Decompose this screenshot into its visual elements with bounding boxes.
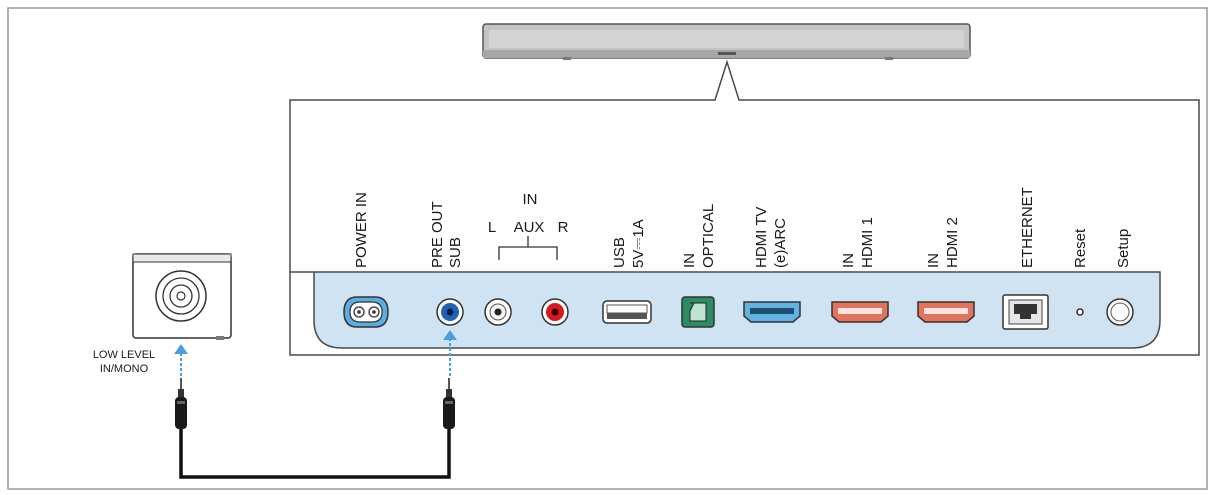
label-hdmi2: HDMI 2 [944, 217, 961, 268]
label-power-in: POWER IN [353, 192, 370, 268]
aux-left-port [484, 298, 512, 326]
label-setup: Setup [1115, 229, 1132, 268]
label-optical-in: IN [681, 253, 698, 268]
soundbar [482, 23, 971, 60]
subwoofer-input-panel [132, 253, 232, 340]
hdmi-tv-earc-port [743, 301, 801, 323]
arrow-to-subwoofer [174, 344, 188, 376]
label-aux-r: R [558, 219, 569, 236]
hdmi1-port [831, 301, 889, 323]
usb-port [602, 300, 652, 324]
reset-pinhole [1076, 308, 1084, 316]
label-reset: Reset [1072, 228, 1089, 268]
label-hdmi-tv: HDMI TV [753, 207, 770, 268]
label-aux-in: IN [523, 191, 538, 208]
label-hdmi1: HDMI 1 [859, 217, 876, 268]
label-hdmi1-in: IN [840, 253, 857, 268]
ethernet-port [1002, 294, 1049, 330]
sub-cable [175, 378, 455, 479]
arrow-to-pre-out [443, 330, 457, 376]
label-low-level: LOW LEVEL [93, 349, 155, 361]
pre-out-sub-port [436, 298, 464, 326]
label-optical: OPTICAL [700, 204, 717, 268]
power-in-port [343, 296, 389, 328]
label-usb: USB [611, 237, 628, 268]
label-aux-l: L [488, 219, 496, 236]
aux-right-port [541, 298, 569, 326]
hdmi2-port [917, 301, 975, 323]
label-usb-rating: 5V⎓1A [630, 219, 647, 268]
aux-bracket [498, 236, 558, 260]
label-hdmi2-in: IN [925, 253, 942, 268]
label-sub: SUB [447, 237, 464, 268]
connector-strip [290, 271, 1161, 349]
setup-button [1106, 298, 1134, 326]
label-aux: AUX [514, 219, 545, 236]
label-in-mono: IN/MONO [100, 363, 149, 375]
label-ethernet: ETHERNET [1019, 187, 1036, 268]
label-earc: (e)ARC [772, 218, 789, 268]
label-pre-out: PRE OUT [429, 201, 446, 268]
optical-port [681, 296, 715, 328]
